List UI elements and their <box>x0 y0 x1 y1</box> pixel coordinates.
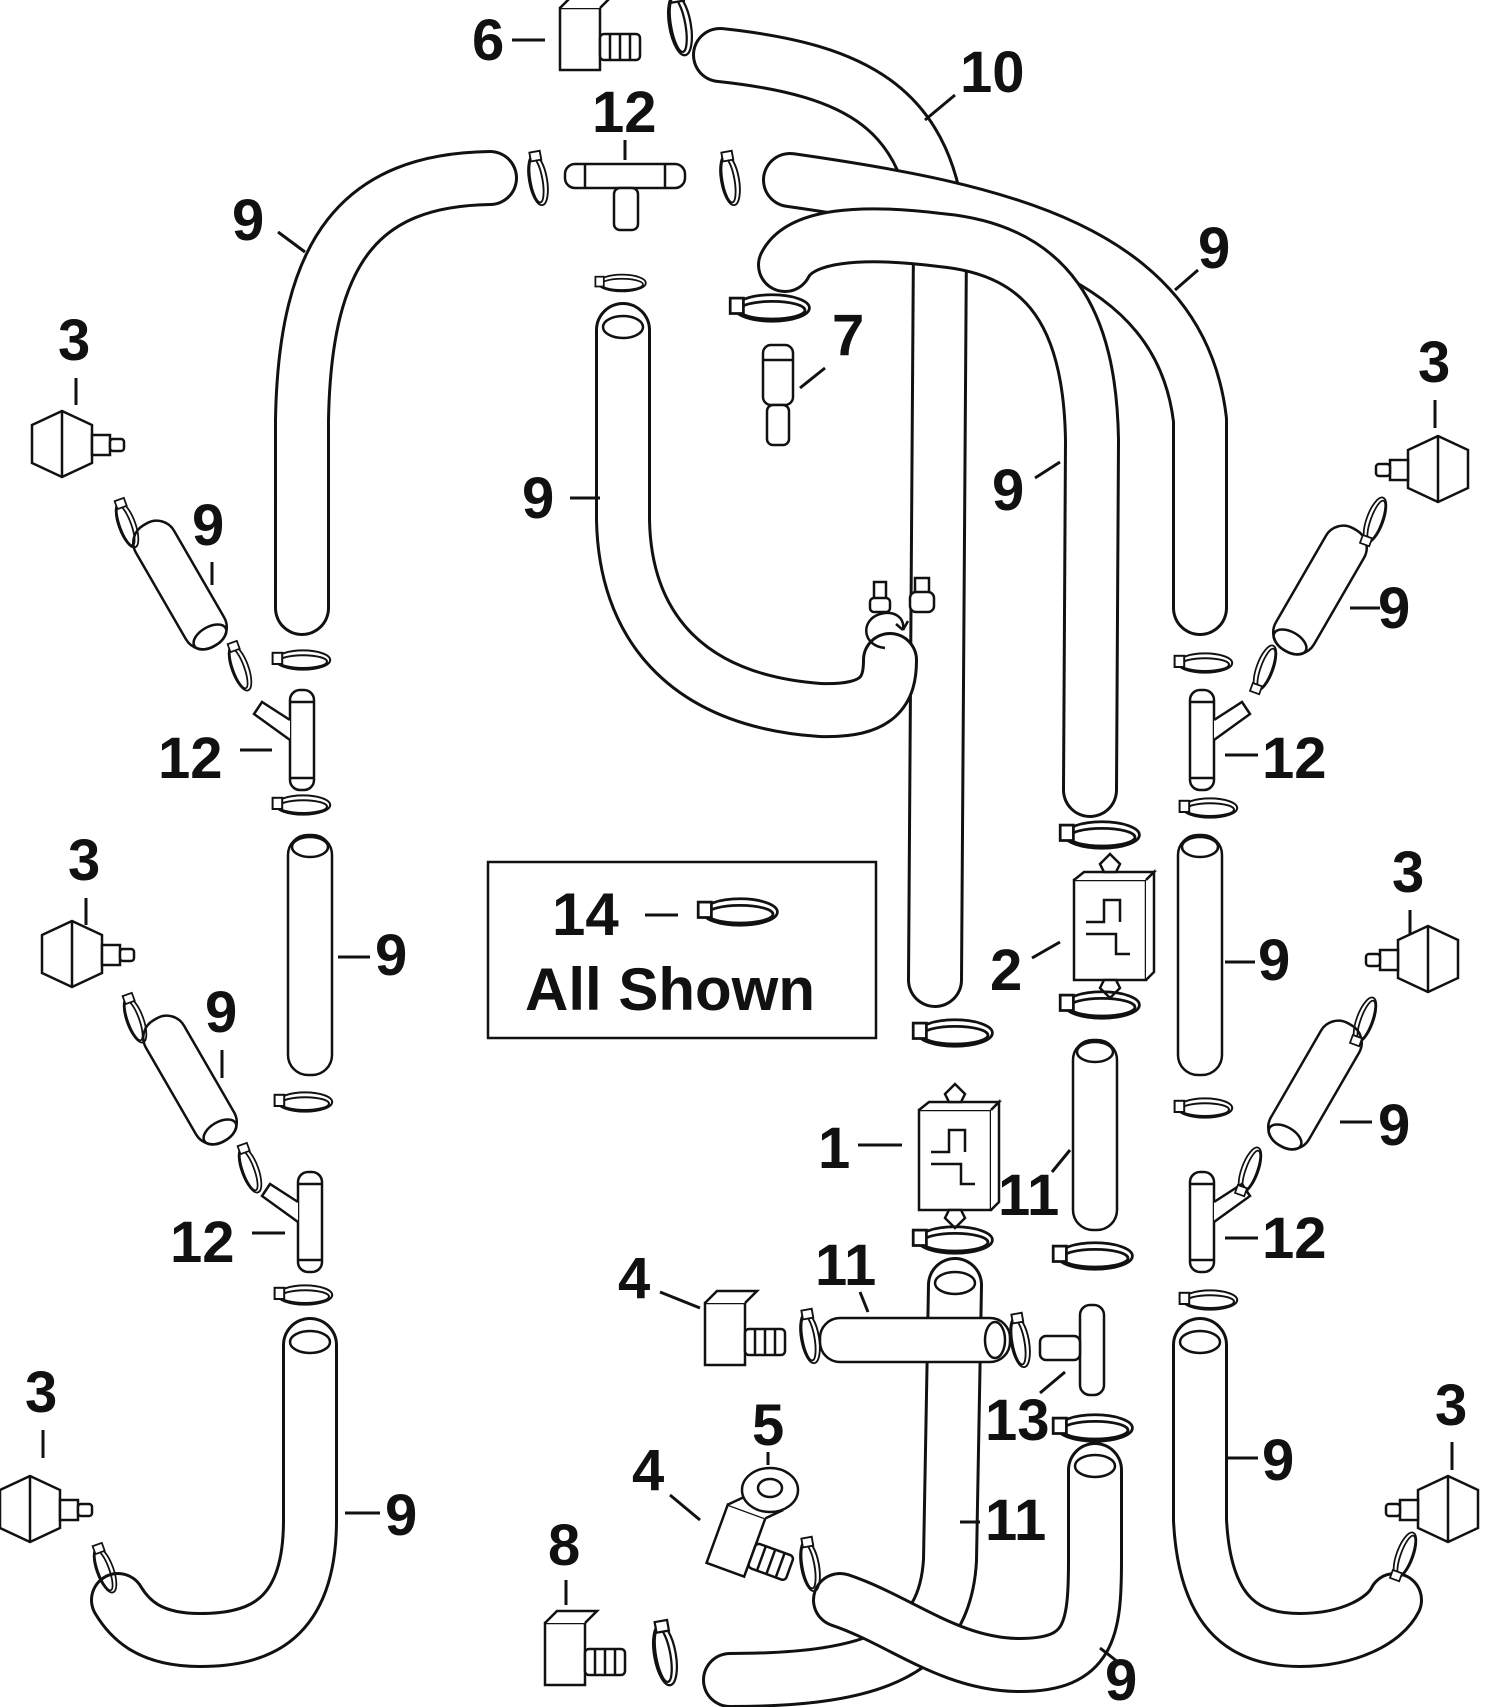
callout-9-left-bottom: 9 <box>385 1483 417 1548</box>
callout-12-left-lower: 12 <box>170 1210 235 1275</box>
hose-9-diag-left-upper <box>132 519 228 651</box>
note-text: All Shown <box>525 956 815 1023</box>
callout-12-top: 12 <box>592 80 657 145</box>
fitting-3-right-bottom <box>1384 1474 1480 1544</box>
barb-fitting-7 <box>761 343 795 447</box>
small-screw <box>868 580 892 614</box>
retaining-clip <box>865 611 910 650</box>
hose-9-diag-left-lower <box>142 1014 238 1146</box>
callout-5: 5 <box>752 1393 784 1458</box>
callout-9-right-diag-upper: 9 <box>1378 576 1410 641</box>
callout-9-top-left: 9 <box>232 188 264 253</box>
tee-fitting-13 <box>1038 1303 1106 1397</box>
hose-11-short-vertical <box>1071 1038 1119 1232</box>
small-nipple <box>908 576 936 614</box>
fitting-3-left-middle <box>40 919 136 989</box>
hose-9-center-j <box>595 302 918 739</box>
fitting-3-right-top <box>1374 434 1470 504</box>
fitting-3-left-top <box>30 409 126 479</box>
callout-11-upper: 11 <box>815 1233 876 1298</box>
hose-9-top-right <box>762 152 1228 636</box>
callout-11-lower: 11 <box>985 1488 1046 1553</box>
callout-10: 10 <box>960 40 1025 105</box>
elbow-fitting-4-upper <box>703 1289 787 1367</box>
tee-fitting-12-top <box>563 162 687 232</box>
callout-4-lower: 4 <box>632 1438 664 1503</box>
hose-9-right-vertical <box>1176 833 1224 1077</box>
callout-9-center: 9 <box>522 466 554 531</box>
callout-3-left-bottom: 3 <box>25 1360 57 1425</box>
callout-6: 6 <box>472 8 504 73</box>
callout-9-right-vertical: 9 <box>1258 928 1290 993</box>
hose-9-bottom-left <box>90 1317 338 1668</box>
callout-labels: 6 10 12 9 9 3 7 3 9 9 9 9 12 <box>25 8 1467 1707</box>
callout-9-left-diag-lower: 9 <box>205 980 237 1045</box>
y-fitting-12-left-lower <box>260 1170 324 1274</box>
hose-11-horizontal <box>818 1316 1012 1364</box>
elbow-fitting-8 <box>543 1609 627 1687</box>
callout-9-left-vertical: 9 <box>375 923 407 988</box>
y-fitting-12-left-upper <box>252 688 316 792</box>
washer-5 <box>740 1466 800 1514</box>
callout-3-right-top: 3 <box>1418 330 1450 395</box>
y-fitting-12-right-upper <box>1188 688 1252 792</box>
fuel-filter-2 <box>1072 852 1156 1000</box>
callout-9-right-diag-lower: 9 <box>1378 1093 1410 1158</box>
hose-9-left-vertical <box>286 833 334 1077</box>
callout-12-left-upper: 12 <box>158 726 223 791</box>
hose-9-bottom-right <box>1172 1317 1423 1668</box>
callout-3-left-middle: 3 <box>68 828 100 893</box>
callout-7: 7 <box>832 303 864 368</box>
callout-13: 13 <box>985 1388 1050 1453</box>
callout-9-top-right: 9 <box>1198 216 1230 281</box>
hose-9-bottom-center <box>812 1442 1123 1693</box>
callout-9-middle-right: 9 <box>992 458 1024 523</box>
note-number: 14 <box>552 881 619 948</box>
callout-2: 2 <box>990 938 1022 1003</box>
callout-12-right-lower: 12 <box>1262 1206 1327 1271</box>
callout-8: 8 <box>548 1513 580 1578</box>
callout-12-right-upper: 12 <box>1262 726 1327 791</box>
hose-9-top-left <box>274 150 518 636</box>
hose-9-diag-right-upper <box>1272 524 1368 656</box>
callout-4-upper: 4 <box>618 1246 650 1311</box>
callout-9-right-bottom: 9 <box>1262 1428 1294 1493</box>
hose-9-middle-right <box>757 207 1120 818</box>
hose-9-diag-right-lower <box>1267 1019 1363 1151</box>
callout-9-left-diag-upper: 9 <box>192 493 224 558</box>
callout-3-right-bottom: 3 <box>1435 1373 1467 1438</box>
fitting-3-left-bottom <box>0 1474 94 1544</box>
callout-11-middle: 11 <box>998 1163 1059 1228</box>
note-box: 14 All Shown <box>486 860 878 1040</box>
fitting-3-right-middle <box>1364 924 1460 994</box>
fuel-filter-1 <box>917 1082 1001 1230</box>
callout-1: 1 <box>818 1116 850 1181</box>
callout-3-left-top: 3 <box>58 308 90 373</box>
callout-3-right-middle: 3 <box>1392 840 1424 905</box>
elbow-fitting-6 <box>558 0 642 72</box>
